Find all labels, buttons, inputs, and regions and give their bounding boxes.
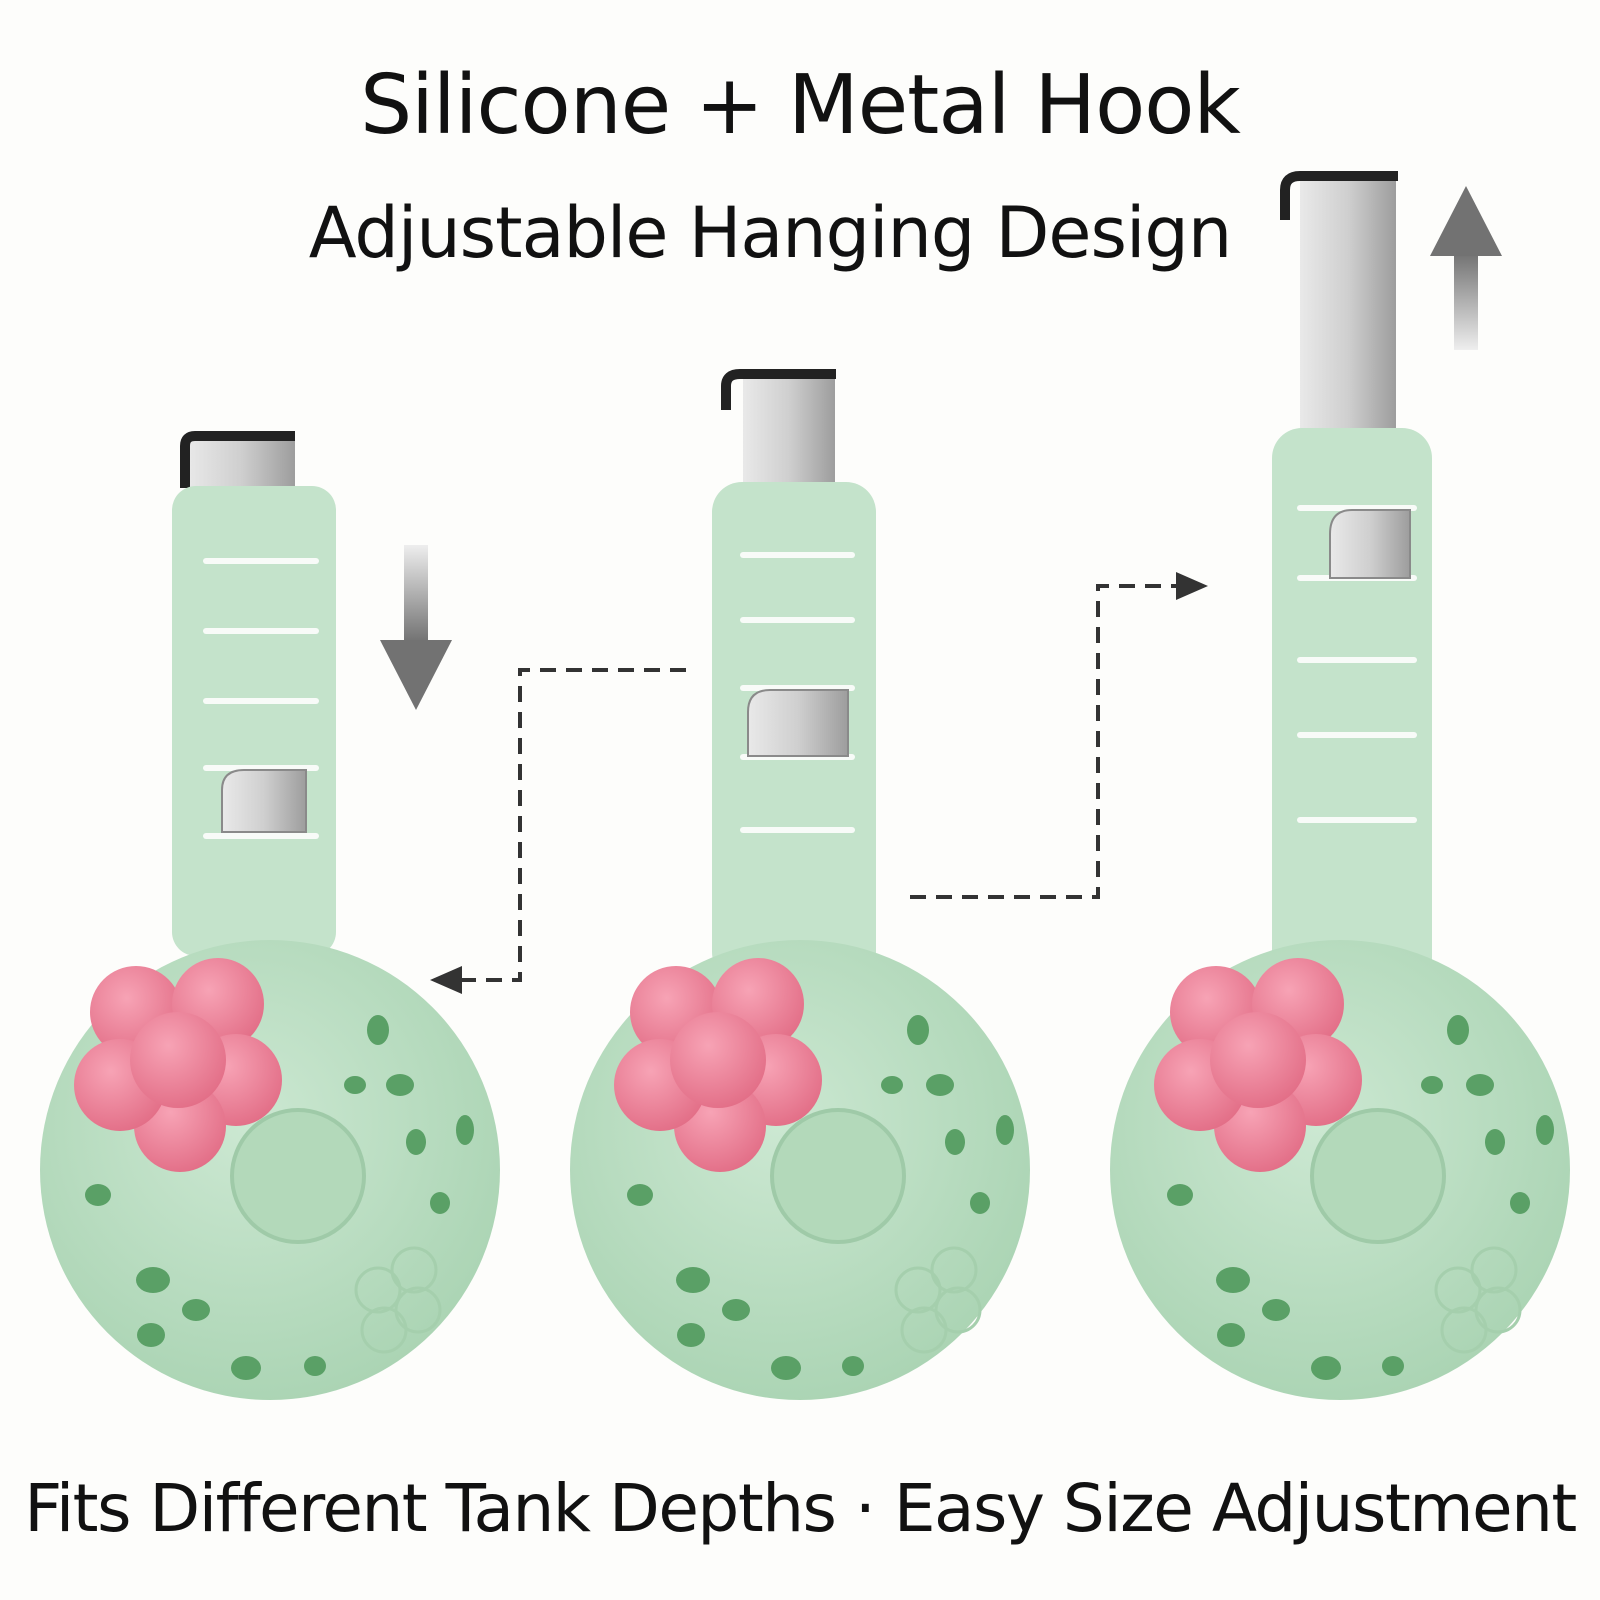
title-line-2: Adjustable Hanging Design xyxy=(308,192,1232,274)
footer-caption: Fits Different Tank Depths · Easy Size A… xyxy=(24,1470,1577,1547)
metal-hook-top xyxy=(721,369,836,490)
metal-hook-top xyxy=(180,431,295,490)
up-arrow-icon xyxy=(1430,186,1502,350)
embossed-flower xyxy=(1434,1246,1522,1354)
disc-center-boss xyxy=(1310,1108,1446,1244)
pink-flower xyxy=(1154,958,1362,1172)
strap-slots xyxy=(203,558,319,839)
pink-flower xyxy=(74,958,282,1172)
metal-clip xyxy=(747,689,849,757)
metal-clip xyxy=(221,769,307,833)
embossed-flower xyxy=(894,1246,982,1354)
arrowhead-right-icon xyxy=(1176,572,1208,600)
pink-flower xyxy=(614,958,822,1172)
disc-center-boss xyxy=(770,1108,906,1244)
hook-product-medium xyxy=(570,369,1030,1400)
hook-product-long xyxy=(1110,171,1570,1400)
metal-clip xyxy=(1329,509,1411,579)
dashed-connector-left xyxy=(455,668,686,982)
arrowhead-left-icon xyxy=(430,966,462,994)
disc-holes xyxy=(1167,1015,1554,1380)
disc-center-boss xyxy=(230,1108,366,1244)
down-arrow-icon xyxy=(380,545,452,710)
dashed-connector-right xyxy=(910,584,1180,899)
metal-hook-top xyxy=(1280,171,1398,440)
silicone-strap xyxy=(172,486,336,956)
disc-holes xyxy=(627,1015,1014,1380)
hook-product-short xyxy=(40,431,500,1400)
disc-holes xyxy=(85,1015,474,1380)
title-line-1: Silicone + Metal Hook xyxy=(360,58,1241,153)
embossed-flower xyxy=(354,1246,442,1354)
